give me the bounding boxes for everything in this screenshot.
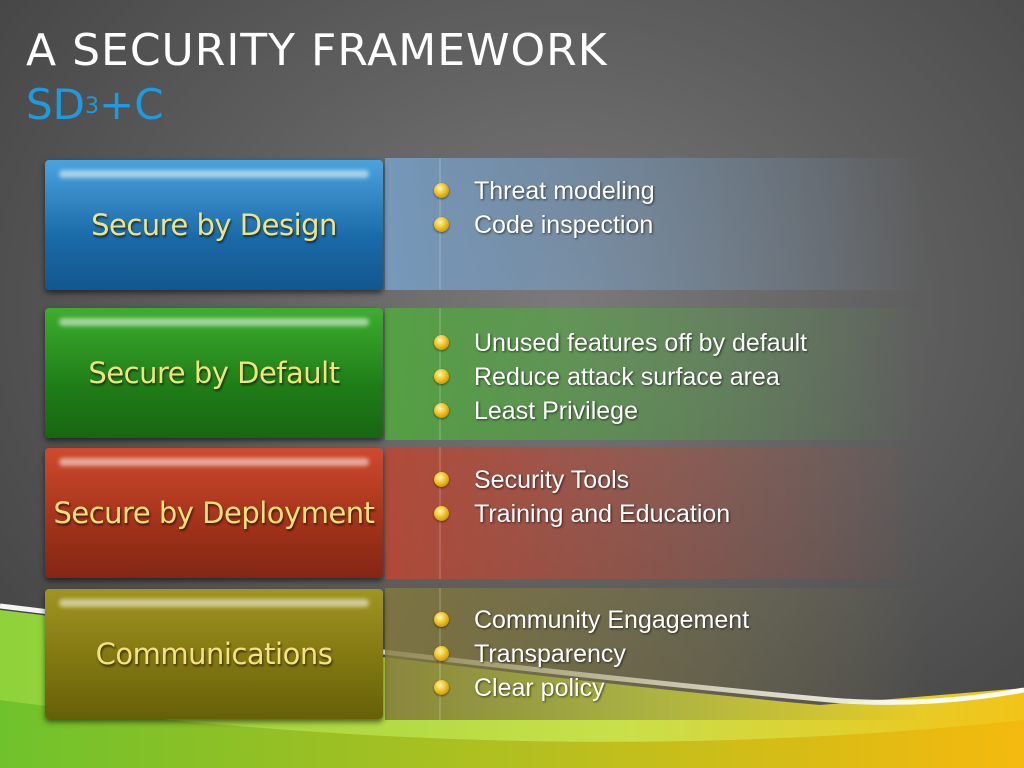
section-band-default [385,308,925,440]
slide-title: A SECURITY FRAMEWORK [26,25,608,76]
section-band-communications [385,588,925,720]
bullet-list-communications: Community Engagement Transparency Clear … [432,603,749,705]
bullet-icon [434,217,449,232]
bullet-icon [434,369,449,384]
bullet-item: Code inspection [432,208,655,242]
bullet-item: Threat modeling [432,174,655,208]
bullet-text: Security Tools [474,466,630,494]
bullet-list-design: Threat modeling Code inspection [432,174,655,242]
bullet-list-deployment: Security Tools Training and Education [432,463,730,531]
box-communications: Communications [45,589,383,719]
bullet-icon [434,183,449,198]
bullet-item: Security Tools [432,463,730,497]
bullet-icon [434,335,449,350]
bullet-item: Clear policy [432,671,749,705]
bullet-icon [434,680,449,695]
box-label: Secure by Design [91,208,337,242]
bullet-text: Code inspection [474,211,654,239]
section-band-deployment [385,447,925,579]
bullet-item: Community Engagement [432,603,749,637]
box-secure-by-deployment: Secure by Deployment [45,448,383,578]
bullet-icon [434,506,449,521]
bullet-item: Transparency [432,637,749,671]
box-label: Secure by Default [88,356,340,390]
bullet-text: Community Engagement [474,606,750,634]
bullet-item: Training and Education [432,497,730,531]
bullet-item: Unused features off by default [432,326,807,360]
box-secure-by-design: Secure by Design [45,160,383,290]
box-label: Secure by Deployment [53,496,375,530]
bullet-text: Least Privilege [474,397,638,425]
bullet-text: Transparency [474,640,626,668]
slide-header: A SECURITY FRAMEWORK SD3+C [26,26,608,130]
slide-subtitle: SD3+C [26,80,608,130]
bullet-text: Threat modeling [474,177,655,205]
bullet-text: Reduce attack surface area [474,363,780,391]
subtitle-superscript: 3 [85,94,100,119]
bullet-item: Least Privilege [432,394,807,428]
bullet-text: Clear policy [474,674,605,702]
bullet-text: Unused features off by default [474,329,808,357]
bullet-list-default: Unused features off by default Reduce at… [432,326,807,428]
box-secure-by-default: Secure by Default [45,308,383,438]
bullet-item: Reduce attack surface area [432,360,807,394]
bullet-icon [434,403,449,418]
bullet-icon [434,646,449,661]
bullet-icon [434,472,449,487]
bullet-text: Training and Education [474,500,731,528]
subtitle-main: SD [26,80,86,129]
subtitle-tail: +C [99,80,164,129]
bullet-icon [434,612,449,627]
box-label: Communications [95,637,333,671]
section-band-design [385,158,925,290]
